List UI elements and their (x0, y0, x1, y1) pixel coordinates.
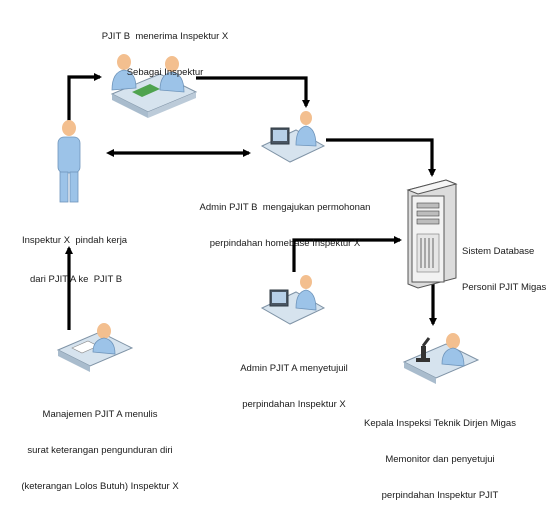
label-line: PJIT B menerima Inspektur X (101, 31, 229, 42)
label-line: Sebagai Inspektur (126, 67, 204, 78)
flow-arrows (65, 73, 437, 330)
label-line: Personil PJIT Migas (462, 282, 547, 293)
label-line: Memonitor dan penyetujui (385, 454, 495, 465)
label-line: Sistem Database (462, 246, 535, 257)
computer-user-icon (260, 111, 326, 163)
handshake-desk-icon (110, 54, 198, 118)
label-line: Kepala Inspeksi Teknik Dirjen Migas (364, 418, 516, 429)
label-line: surat keterangan pengunduran diri (27, 445, 173, 456)
label-line: perpindahan Inspektur X (242, 399, 346, 410)
label-line: perpindahan Inspektur PJIT (381, 490, 499, 501)
label-line: dari PJIT A ke PJIT B (30, 274, 123, 285)
label-kepala: Kepala Inspeksi Teknik Dirjen Migas Memo… (340, 394, 540, 514)
person-standing-icon (57, 120, 81, 203)
microscope-desk-icon (402, 333, 480, 384)
label-manajemen-a: Manajemen PJIT A menulis surat keteranga… (0, 385, 200, 505)
arrow-admin-b-to-database (326, 138, 436, 177)
label-pjit-b-receive: PJIT B menerima Inspektur X Sebagai Insp… (80, 7, 250, 91)
arrow-inspektur-to-pjit-b (67, 73, 102, 135)
label-admin-b: Admin PJIT B mengajukan permohonan perpi… (190, 178, 380, 262)
label-line: (keterangan Lolos Butuh) Inspektur X (21, 481, 179, 492)
label-admin-a: Admin PJIT A menyetujuil perpindahan Ins… (224, 339, 364, 423)
arrow-admin-a-to-database (292, 236, 402, 272)
label-inspektur-x: Inspektur X pindah kerja dari PJIT A ke … (22, 208, 172, 299)
label-line: Admin PJIT B mengajukan permohonan (199, 202, 371, 213)
label-line: perpindahan homebase Inspektur X (209, 238, 361, 249)
person-desk-writing-icon (56, 323, 134, 372)
arrow-pjit-b-to-admin-b (196, 76, 310, 108)
label-line: Inspektur X pindah kerja (22, 235, 128, 246)
server-tower-icon (406, 179, 458, 289)
label-database: Sistem Database Personil PJIT Migas (462, 222, 552, 306)
diagram-canvas (56, 54, 480, 384)
label-line: Manajemen PJIT A menulis (42, 409, 158, 420)
label-line: Admin PJIT A menyetujuil (240, 363, 348, 374)
computer-user-icon-admin-a (260, 275, 326, 325)
